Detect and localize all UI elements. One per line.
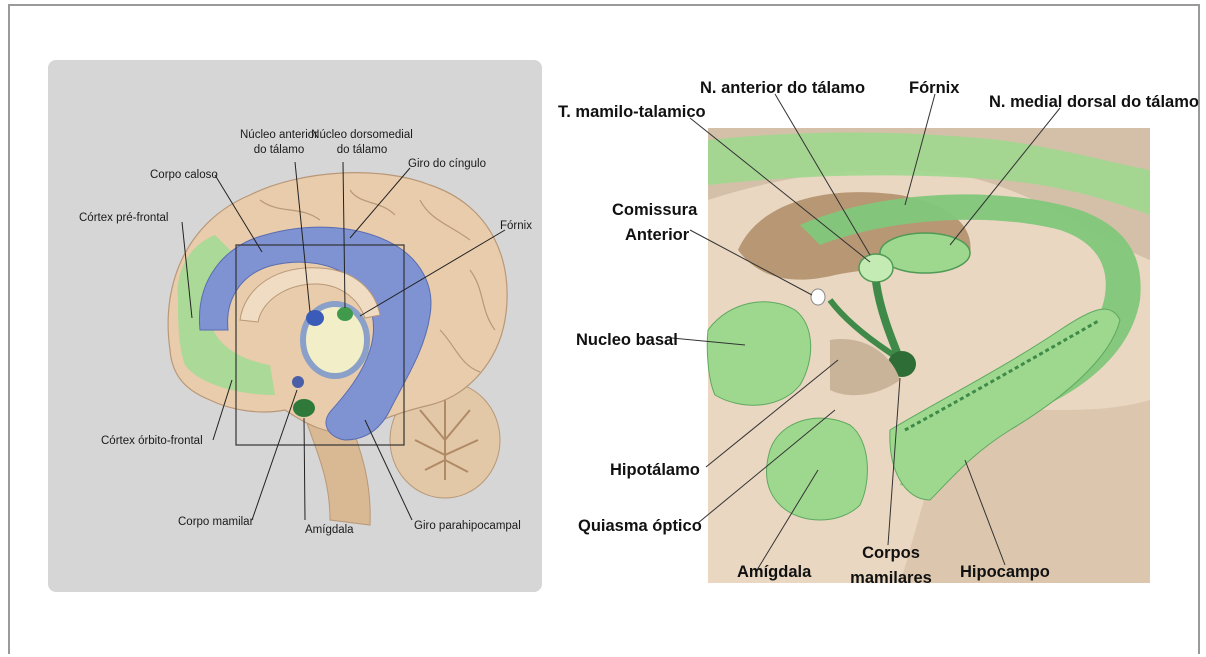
label-corpo-mamilar: Corpo mamilar	[178, 516, 254, 528]
mamillary-dot	[292, 376, 304, 388]
amygdala-shape	[767, 418, 868, 520]
label-giro-parahipocampal: Giro parahipocampal	[414, 520, 521, 532]
anterior-nucleus	[859, 254, 893, 282]
label-fornix-right: Fórnix	[909, 79, 960, 97]
basal-nucleus	[707, 302, 810, 405]
left-brain-diagram: Núcleo anterior do tálamo Núcleo dorsome…	[79, 129, 532, 536]
label-comissura-2: Anterior	[625, 226, 690, 244]
dorsomedial-nucleus-dot	[337, 307, 353, 321]
label-t-mamilo: T. mamilo-talamico	[558, 103, 706, 121]
label-hipotalamo: Hipotálamo	[610, 461, 700, 479]
label-corpos: Corpos	[862, 544, 920, 562]
label-nucleo-dorsomedial-2: do tálamo	[337, 144, 388, 156]
label-amigdala-right: Amígdala	[737, 563, 812, 581]
label-n-medial: N. medial dorsal do tálamo	[989, 93, 1199, 111]
label-cortex-orbitofrontal: Córtex órbito-frontal	[101, 435, 203, 447]
label-nucleo-anterior: Núcleo anterior	[240, 129, 318, 141]
label-corpo-caloso: Corpo caloso	[150, 169, 218, 181]
amygdala-dot	[293, 399, 315, 417]
label-cortex-prefrontal: Córtex pré-frontal	[79, 212, 168, 224]
label-n-anterior: N. anterior do tálamo	[700, 79, 865, 97]
label-fornix-left: Fórnix	[500, 220, 532, 232]
label-corpos-2: mamilares	[850, 569, 932, 587]
label-giro-cingulo: Giro do cíngulo	[408, 158, 486, 170]
label-quiasma: Quiasma óptico	[578, 517, 702, 535]
label-nucleo-anterior-2: do tálamo	[254, 144, 305, 156]
label-hipocampo: Hipocampo	[960, 563, 1050, 581]
label-nucleo-dorsomedial: Núcleo dorsomedial	[311, 129, 413, 141]
anterior-nucleus-dot	[306, 310, 324, 326]
anterior-commissure	[811, 289, 825, 305]
label-nucleo-basal: Nucleo basal	[576, 331, 678, 349]
label-amigdala-left: Amígdala	[305, 524, 354, 536]
right-brain-diagram: T. mamilo-talamico N. anterior do tálamo…	[558, 79, 1199, 587]
label-comissura: Comissura	[612, 201, 698, 219]
